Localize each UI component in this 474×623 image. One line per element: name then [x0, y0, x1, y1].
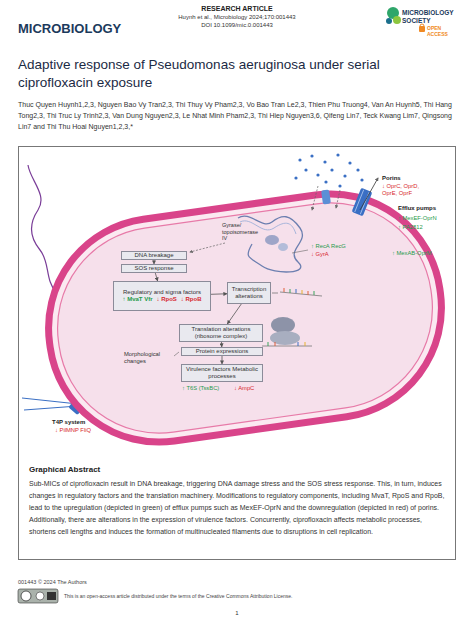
flow-arrow [155, 273, 157, 281]
copyright-note: 001443 © 2024 The Authors [18, 579, 87, 586]
text-row: ↑ MvaT Vfr ↓ RpoS ↓ RpoB [122, 296, 201, 303]
box-text: ↓ RpoB [181, 296, 202, 303]
box-text: Translation alterations (ribosome comple… [180, 326, 262, 340]
text-row: DNA breakage [134, 252, 173, 259]
protein-list: ↓ OprC, OprD, OprE, OprF [382, 183, 430, 197]
text-row: Transcription alterations [228, 286, 270, 300]
mrna-strand [280, 288, 322, 296]
flagellum [28, 165, 56, 292]
process-box: Transcription alterations [227, 282, 271, 304]
text-row: SOS response [134, 265, 173, 272]
citation: Huynh et al., Microbiology 2024;170:0014… [178, 14, 295, 21]
protein-list: ↑ MexEF-OprN [398, 215, 437, 222]
part-label: Porins [382, 175, 401, 182]
open-access-badge: ACCESS [427, 31, 448, 37]
process-box: Regulatory and sigma factors↑ MvaT Vfr ↓ … [113, 281, 211, 311]
society-logo-text: MICROBIOLOGY [402, 9, 454, 17]
protein-list: ↑ RecA RecG [311, 243, 346, 250]
author-list: Thuc Quyen Huynh1,2,3, Nguyen Bao Vy Tra… [18, 99, 458, 132]
protein-list: ↑ PA2812 [398, 224, 423, 231]
article-type: RESEARCH ARTICLE [201, 5, 272, 13]
protein-list: ↑ MexAB-OprM [392, 250, 432, 257]
part-label: Gyrase/ topoisomerase IV [222, 222, 264, 242]
porin-molecules [294, 153, 363, 187]
flow-arrow [227, 304, 241, 324]
process-box: DNA breakage [121, 251, 187, 260]
page-number: 1 [235, 610, 238, 617]
protein-list: ↑ T6S (TssBC) [182, 385, 219, 392]
efflux-pump [352, 188, 373, 217]
box-text: Transcription alterations [228, 286, 270, 300]
license-note: This is an open-access article distribut… [64, 593, 292, 599]
ribosome [262, 317, 312, 346]
box-text: ↑ MvaT Vfr [122, 296, 152, 303]
part-label: Efflux pumps [398, 205, 436, 212]
box-text: Protein expressions [196, 348, 249, 355]
flow-arrow [222, 356, 223, 364]
part-label: Morphological changes [124, 351, 176, 365]
flow-arrow [211, 293, 227, 295]
process-box: Virulence factors Metabolic processes [181, 364, 263, 382]
dna-strand [238, 216, 302, 272]
box-text: Regulatory and sigma factors [123, 289, 201, 296]
process-box: Protein expressions [181, 347, 263, 356]
cc-by-badge [18, 589, 58, 603]
text-row: Virulence factors Metabolic processes [182, 366, 262, 380]
box-text: SOS response [134, 265, 173, 272]
bacterial-cell [34, 180, 455, 457]
box-text: ↓ RpoS [157, 296, 177, 303]
process-box: Translation alterations (ribosome comple… [179, 324, 263, 342]
box-text: Virulence factors Metabolic processes [182, 366, 262, 380]
doi: DOI 10.1099/mic.0.001443 [201, 22, 273, 29]
text-row: Regulatory and sigma factors [123, 289, 201, 296]
article-title: Adaptive response of Pseudomonas aerugin… [18, 56, 418, 92]
abstract-text: Sub-MICs of ciprofloxacin result in DNA … [29, 478, 445, 538]
society-logo-text: SOCIETY [402, 17, 431, 25]
section-heading: Graphical Abstract [29, 465, 100, 474]
protein-list: ↓ AmpC [234, 385, 254, 392]
protein-list: ↓ GyrA [311, 251, 329, 258]
process-box: SOS response [121, 264, 187, 273]
box-text: DNA breakage [134, 252, 173, 259]
open-access-badge: OPEN [427, 25, 441, 31]
text-row: Translation alterations (ribosome comple… [180, 326, 262, 340]
part-label: T4P system [52, 419, 85, 426]
protein-list: ↓ PilMNP FliQ [55, 427, 91, 434]
text-row: Protein expressions [196, 348, 249, 355]
journal-logo: MICROBIOLOGY [18, 21, 121, 37]
